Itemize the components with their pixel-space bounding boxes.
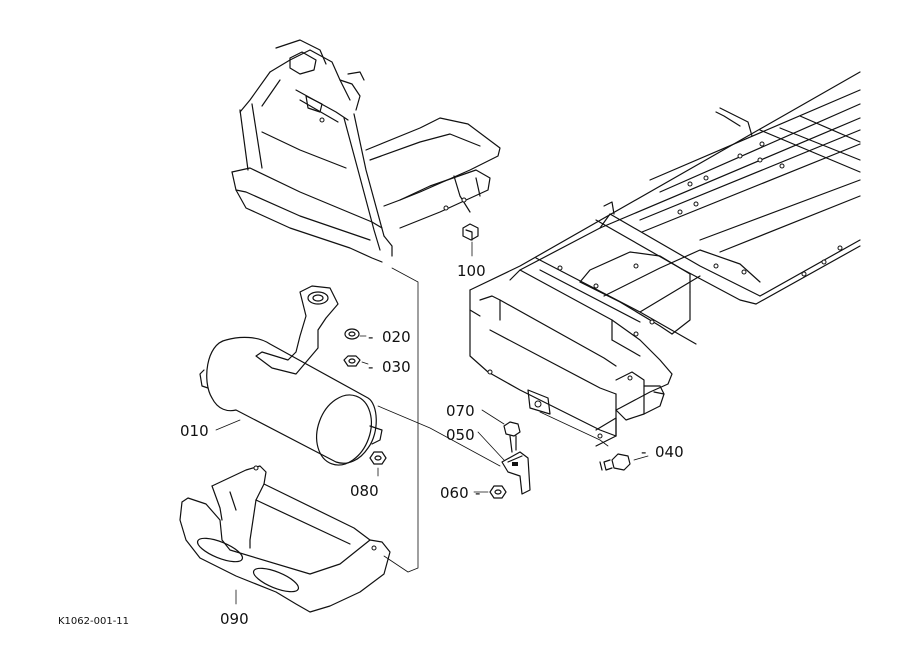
callout-labels: 100 020 030 010 080 070 050 060 040 090 … (58, 262, 684, 628)
label-020: 020 (382, 328, 411, 346)
dash-020: - (368, 328, 373, 346)
bolt-040 (599, 453, 631, 471)
dash-060: - (475, 484, 480, 502)
drawing-code: K1062-001-11 (58, 616, 129, 627)
label-080: 080 (350, 482, 379, 500)
muffler-010 (199, 285, 383, 466)
label-090: 090 (220, 610, 249, 628)
lock-washer-020 (344, 328, 360, 340)
dash-030: - (368, 358, 373, 376)
nut-030 (343, 355, 361, 367)
front-frame-bracket (231, 39, 501, 263)
dash-040: - (641, 443, 646, 461)
nut-060 (489, 485, 507, 499)
label-050: 050 (446, 426, 475, 444)
label-010: 010 (180, 422, 209, 440)
label-040: 040 (655, 443, 684, 461)
label-100: 100 (457, 262, 486, 280)
bracket-050 (501, 451, 531, 495)
bolt-070 (503, 421, 521, 453)
main-chassis-frame (469, 71, 861, 447)
label-070: 070 (446, 402, 475, 420)
bolt-100 (462, 223, 479, 257)
label-030: 030 (382, 358, 411, 376)
nut-080 (369, 451, 387, 465)
label-060: 060 (440, 484, 469, 502)
leader-lines (215, 267, 649, 605)
muffler-cover-090 (179, 465, 391, 613)
